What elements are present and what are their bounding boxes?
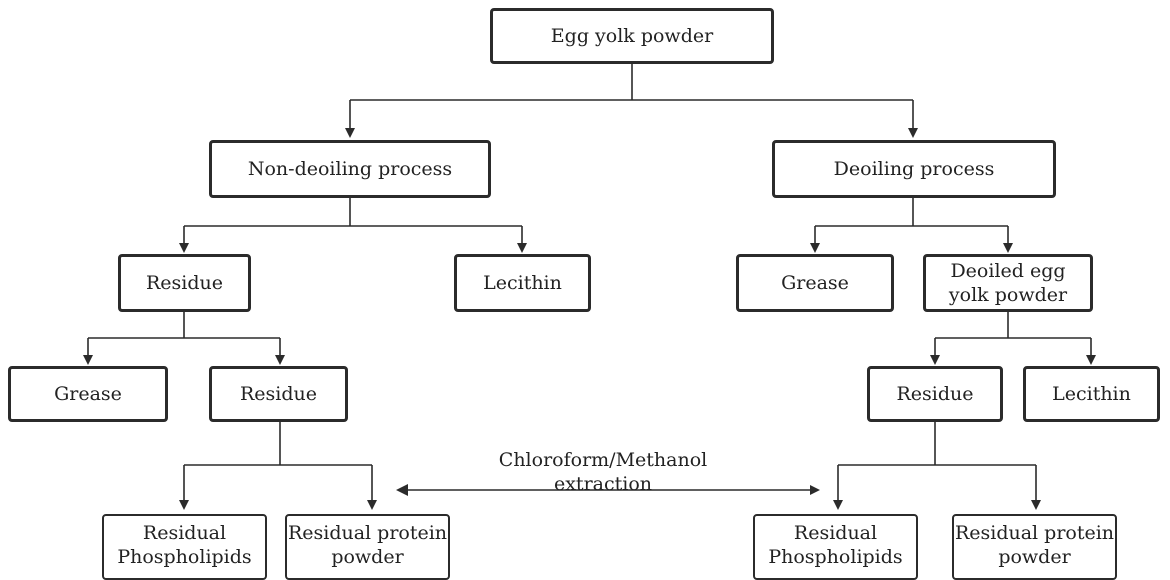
node-left-residual-protein-powder: Residual protein powder xyxy=(285,514,450,580)
node-left-residue: Residue xyxy=(118,254,251,312)
node-left-residual-phospholipids: Residual Phospholipids xyxy=(102,514,267,580)
node-left-grease: Grease xyxy=(8,366,168,422)
node-left-lecithin: Lecithin xyxy=(454,254,591,312)
node-right-residue: Residue xyxy=(867,366,1003,422)
node-egg-yolk-powder: Egg yolk powder xyxy=(490,8,774,64)
comparison-label: Chloroform/Methanol extraction xyxy=(498,449,708,495)
node-right-residual-protein-powder: Residual protein powder xyxy=(952,514,1117,580)
node-left-residue-2: Residue xyxy=(209,366,348,422)
node-non-deoiling-process: Non-deoiling process xyxy=(209,140,491,198)
node-right-lecithin: Lecithin xyxy=(1023,366,1160,422)
node-deoiling-process: Deoiling process xyxy=(772,140,1056,198)
node-right-residual-phospholipids: Residual Phospholipids xyxy=(753,514,918,580)
node-right-grease: Grease xyxy=(736,254,894,312)
node-deoiled-egg-yolk-powder: Deoiled egg yolk powder xyxy=(923,254,1093,312)
